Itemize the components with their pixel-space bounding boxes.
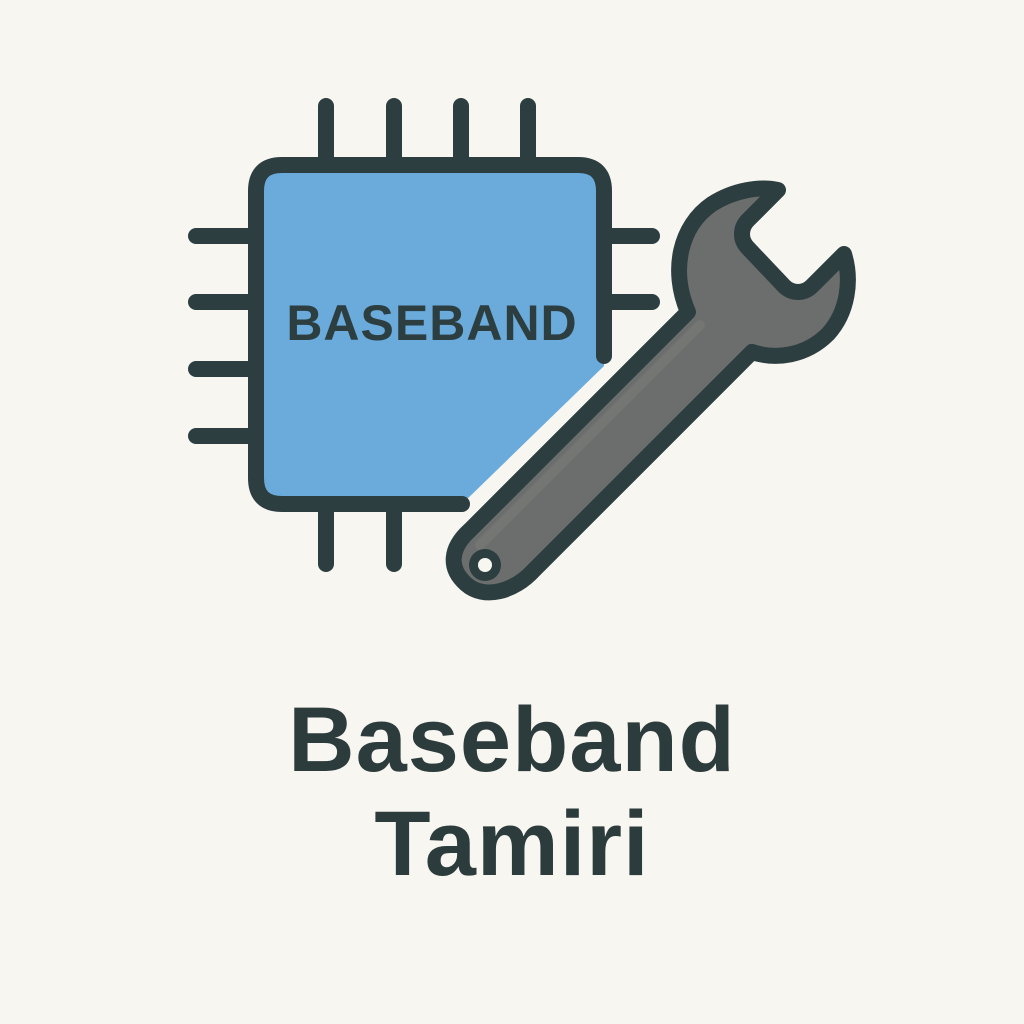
- wrench-hole: [478, 558, 492, 572]
- chip-label: BASEBAND: [286, 295, 577, 351]
- chip-pins-top: [318, 98, 536, 168]
- chip-pins-bottom: [318, 502, 402, 572]
- title-line-2: Tamiri: [374, 793, 650, 895]
- microchip-icon: BASEBAND: [188, 98, 660, 572]
- title-line-1: Baseband: [288, 689, 736, 791]
- chip-pins-left: [188, 228, 258, 444]
- chip-body: [256, 165, 604, 504]
- wrench-icon: [445, 180, 856, 601]
- page-title: Baseband Tamiri: [0, 688, 1024, 896]
- chip-outline: [248, 157, 612, 512]
- wrench-body: [445, 180, 856, 601]
- wrench-highlight: [475, 320, 705, 550]
- chip-pins-right: [597, 228, 660, 310]
